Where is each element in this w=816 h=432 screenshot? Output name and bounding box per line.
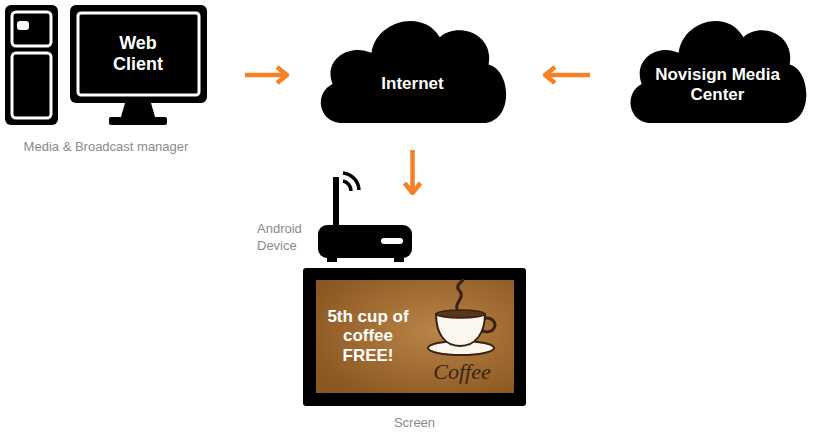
android-device-node: Android Device (263, 195, 413, 262)
cloud-node: Internet (315, 8, 510, 125)
cloud-shape (315, 8, 510, 125)
flow-arrow (410, 150, 415, 193)
monitor-label: Web Client (103, 19, 173, 89)
logo-text: Coffee (415, 358, 509, 386)
caption: Screen (303, 414, 526, 432)
screen-node: 5th cup of coffee FREE!CoffeeScreen (303, 268, 526, 406)
flow-arrow (545, 73, 590, 78)
ad-text: 5th cup of coffee FREE! (319, 296, 417, 376)
screen-frame (303, 268, 526, 406)
cloud-label: Novisign Media Center (645, 61, 790, 109)
flow-arrow (245, 73, 287, 78)
device-label: Android Device (257, 219, 315, 257)
cloud-node: Novisign Media Center (625, 8, 810, 125)
computer-node: Web ClientMedia & Broadcast manager (5, 5, 207, 125)
caption: Media & Broadcast manager (0, 138, 219, 156)
cloud-label: Internet (335, 68, 490, 100)
computer-icon (5, 5, 207, 125)
